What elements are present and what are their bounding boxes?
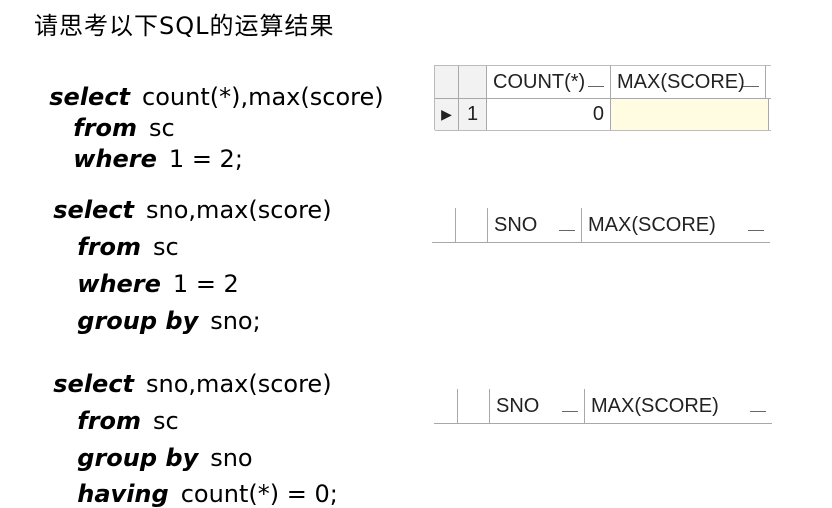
grid2-header-row: SNO MAX(SCORE)	[432, 208, 770, 242]
q1-keyword-where: where	[73, 145, 157, 173]
q1-from-table: sc	[149, 114, 175, 142]
q3-having-line: having count(*) = 0;	[62, 452, 338, 508]
q1-select-line: select count(*),max(score)	[34, 55, 384, 111]
grid3-corner-cell	[434, 389, 458, 423]
result-grid-3: SNO MAX(SCORE)	[434, 389, 772, 424]
q3-select-line: select sno,max(score)	[38, 342, 332, 398]
q2-keyword-select: select	[53, 196, 135, 224]
grid3-rownum-header	[458, 389, 490, 423]
grid2-column-header[interactable]: SNO	[488, 208, 582, 242]
q1-keyword-select: select	[49, 83, 131, 111]
q3-select-cols: sno,max(score)	[146, 370, 332, 398]
grid2-corner-cell	[432, 208, 456, 242]
q3-keyword-having: having	[77, 480, 169, 508]
grid1-rownum-header	[459, 66, 487, 98]
q2-select-line: select sno,max(score)	[38, 168, 332, 224]
result-grid-2: SNO MAX(SCORE)	[432, 208, 770, 243]
q3-keyword-from: from	[77, 407, 142, 435]
grid2-column-header-label: SNO	[494, 213, 538, 236]
grid3-column-header[interactable]: SNO	[490, 389, 585, 423]
q2-keyword-from: from	[77, 233, 142, 261]
grid2-rownum-header	[456, 208, 488, 242]
grid2-column-header[interactable]: MAX(SCORE)	[582, 208, 770, 242]
grid1-max-score-cell[interactable]	[611, 99, 769, 130]
q3-keyword-select: select	[53, 370, 135, 398]
row-pointer-icon: ▶	[435, 99, 459, 130]
q1-where-cond: 1 = 2;	[168, 145, 243, 173]
grid2-column-header-label: MAX(SCORE)	[588, 213, 716, 236]
grid3-column-header-label: SNO	[496, 394, 540, 417]
q3-group-col: sno	[210, 444, 253, 472]
row-number: 1	[459, 99, 487, 130]
grid1-header-row: COUNT(*) MAX(SCORE)	[435, 66, 771, 99]
q2-group-line: group by sno;	[62, 279, 261, 335]
grid3-header-row: SNO MAX(SCORE)	[434, 389, 772, 423]
grid3-column-header-label: MAX(SCORE)	[591, 394, 719, 417]
q2-from-table: sc	[153, 233, 179, 261]
q3-from-table: sc	[153, 407, 179, 435]
q3-group-line: group by sno	[62, 416, 253, 472]
page-title: 请思考以下SQL的运算结果	[34, 12, 335, 40]
grid1-count-cell[interactable]: 0	[487, 99, 611, 130]
q3-keyword-group-by: group by	[77, 444, 199, 472]
grid3-column-header[interactable]: MAX(SCORE)	[585, 389, 772, 423]
grid1-column-header[interactable]: MAX(SCORE)	[611, 66, 766, 98]
q1-keyword-from: from	[73, 114, 138, 142]
q2-group-col: sno;	[210, 307, 261, 335]
q2-where-cond: 1 = 2	[172, 270, 239, 298]
q2-where-line: where 1 = 2	[62, 242, 239, 298]
grid1-column-header-label: COUNT(*)	[493, 70, 586, 93]
q1-select-cols: count(*),max(score)	[142, 83, 384, 111]
grid1-corner-cell	[435, 66, 459, 98]
q3-having-cond: count(*) = 0;	[180, 480, 338, 508]
q1-where-line: where 1 = 2;	[58, 117, 243, 173]
q2-keyword-where: where	[77, 270, 161, 298]
table-row[interactable]: ▶ 1 0	[435, 99, 771, 131]
result-grid-1: COUNT(*) MAX(SCORE) ▶ 1 0	[434, 65, 771, 131]
q2-keyword-group-by: group by	[77, 307, 199, 335]
q2-select-cols: sno,max(score)	[146, 196, 332, 224]
grid1-column-header-label: MAX(SCORE)	[617, 70, 745, 93]
grid1-column-header[interactable]: COUNT(*)	[487, 66, 611, 98]
